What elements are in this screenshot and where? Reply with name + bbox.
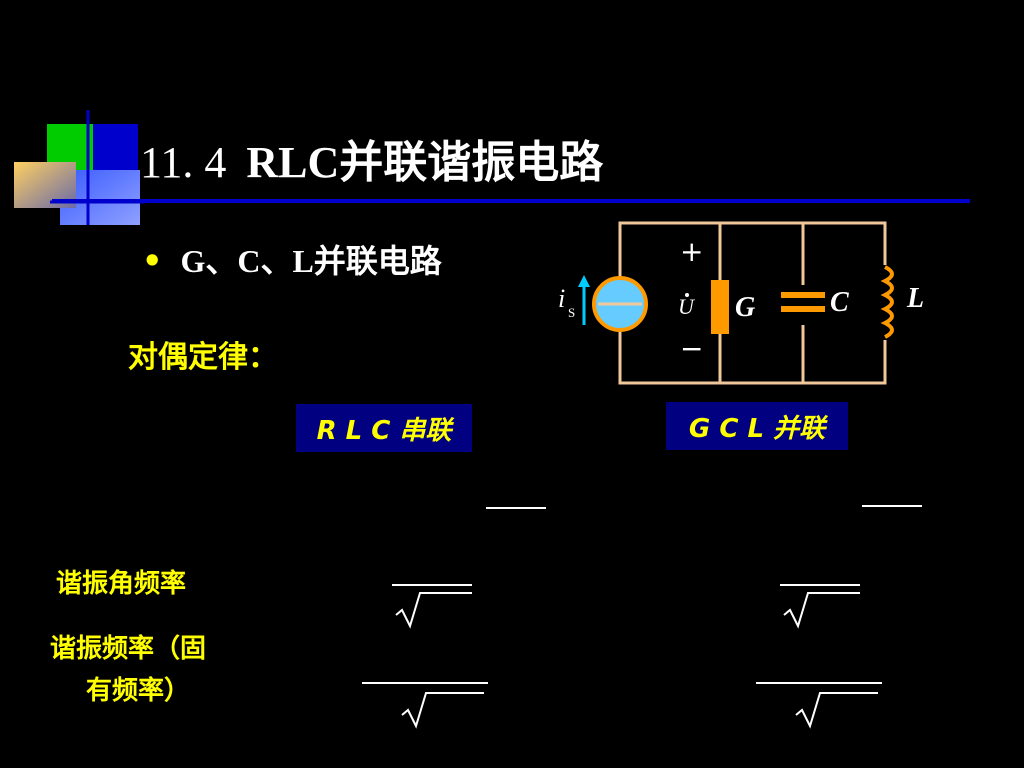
page-title: 11. 4 RLC并联谐振电路: [140, 126, 603, 190]
tag-rlc-series: R L C 串联: [296, 404, 472, 452]
omega0-sym: ω: [310, 567, 331, 600]
inductor-icon: [880, 265, 894, 339]
label-resonant-frequency-line1: 谐振频率（固: [50, 634, 207, 664]
y-j: j: [734, 484, 746, 517]
omega0-eq-right: =: [744, 567, 761, 600]
decorative-squares-logo: [14, 110, 145, 225]
section-number: 11. 4: [140, 138, 227, 187]
omega0-num-right: 1: [810, 551, 825, 584]
z-num: 1: [508, 472, 523, 505]
omega0-sym-right: ω: [696, 567, 717, 600]
formula-f0-right: f 0 = 1 2π LC: [682, 647, 882, 730]
z-minus: −: [454, 490, 471, 523]
f0-den-pre: 2π: [364, 697, 395, 730]
conductance-icon: [711, 280, 729, 334]
formula-admittance: Y = G + j ( ω C − 1 ωL ): [608, 470, 932, 545]
y-open: (: [752, 484, 762, 517]
f0-den-pre-right: 2π: [758, 697, 789, 730]
omega0-num: 1: [422, 551, 437, 584]
y-c: C: [786, 484, 807, 517]
z-omega: ω: [402, 490, 423, 523]
z-j: j: [372, 490, 384, 523]
y-minus: −: [820, 484, 837, 517]
f0-num: 1: [418, 647, 433, 680]
formula-f0-left: f 0 = 1 2π LC: [290, 647, 488, 730]
voltage-label: U: [678, 294, 696, 319]
l-label: L: [906, 283, 924, 314]
y-symbol: Y: [608, 484, 628, 517]
z-r: R: [315, 490, 334, 523]
formula-omega0-left: ω 0 = 1 LC: [310, 551, 472, 630]
omega0-den: LC: [419, 597, 458, 630]
y-num: 1: [886, 470, 901, 503]
duality-label: 对偶定律：: [128, 340, 278, 375]
z-open: (: [390, 490, 400, 523]
tag-gcl-parallel: G C L 并联: [666, 402, 848, 450]
f0-den-right: LC: [821, 697, 860, 730]
y-den: ωL: [866, 512, 904, 545]
z-plus: +: [346, 490, 363, 523]
plus-sign: +: [680, 235, 703, 268]
formula-omega0-right: ω 0 = 1 LC: [696, 551, 860, 630]
omega0-sub: 0: [332, 588, 340, 605]
f0-den: LC: [427, 697, 466, 730]
bullet-dot: •: [142, 242, 163, 280]
section-title: RLC并联谐振电路: [246, 138, 604, 187]
formula-impedance: Z = R + j ( ω L − 1 ωC ): [254, 472, 556, 547]
z-symbol: Z: [254, 490, 271, 523]
f0-sym-right: f: [682, 660, 695, 696]
z-eq: =: [284, 490, 301, 523]
blue-square-top: [93, 124, 138, 174]
g-label: G: [735, 292, 755, 323]
bullet-text: G、C、L并联电路: [180, 243, 442, 279]
y-eq: =: [640, 484, 657, 517]
f0-num-right: 1: [812, 647, 827, 680]
omega0-eq: =: [356, 567, 373, 600]
y-omega: ω: [764, 484, 785, 517]
omega0-den-right: LC: [807, 597, 846, 630]
source-label: i: [558, 284, 565, 313]
c-label: C: [830, 287, 849, 318]
circuit-diagram: i S + U − G C L: [558, 221, 924, 385]
omega0-sub-right: 0: [718, 588, 726, 605]
label-resonant-frequency-line2: 有频率）: [86, 676, 191, 706]
f0-eq-right: =: [722, 663, 739, 696]
f0-sub-right: 0: [698, 684, 706, 701]
label-resonant-angular-frequency: 谐振角频率: [56, 569, 187, 599]
f0-eq: =: [328, 663, 345, 696]
source-subscript: S: [568, 305, 575, 320]
f0-sym: f: [290, 660, 303, 696]
f0-sub: 0: [306, 684, 314, 701]
z-close: ): [546, 490, 556, 523]
title-rule: [52, 199, 970, 203]
bullet-item: • G、C、L并联电路: [142, 236, 442, 282]
z-den: ωC: [490, 514, 532, 547]
z-l: L: [423, 490, 441, 523]
y-g: G: [672, 484, 694, 517]
minus-sign: −: [680, 332, 703, 365]
y-plus: +: [706, 484, 723, 517]
y-close: ): [922, 484, 932, 517]
